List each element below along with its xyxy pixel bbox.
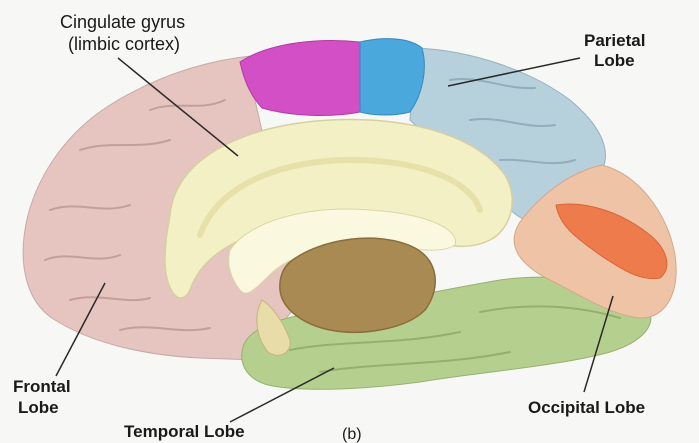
cingulate-label-line1: Cingulate gyrus xyxy=(60,12,185,32)
sensory-cortex-region xyxy=(360,39,424,115)
occipital-label: Occipital Lobe xyxy=(528,398,645,417)
frontal-label-line1: Frontal xyxy=(13,377,71,396)
cingulate-label-line2: (limbic cortex) xyxy=(68,34,180,54)
parietal-label-line2: Lobe xyxy=(594,51,635,70)
parietal-label-line1: Parietal xyxy=(584,31,645,50)
panel-label: (b) xyxy=(342,426,362,443)
temporal-label: Temporal Lobe xyxy=(124,422,245,441)
motor-cortex-region xyxy=(240,41,360,116)
frontal-label-line2: Lobe xyxy=(18,398,59,417)
